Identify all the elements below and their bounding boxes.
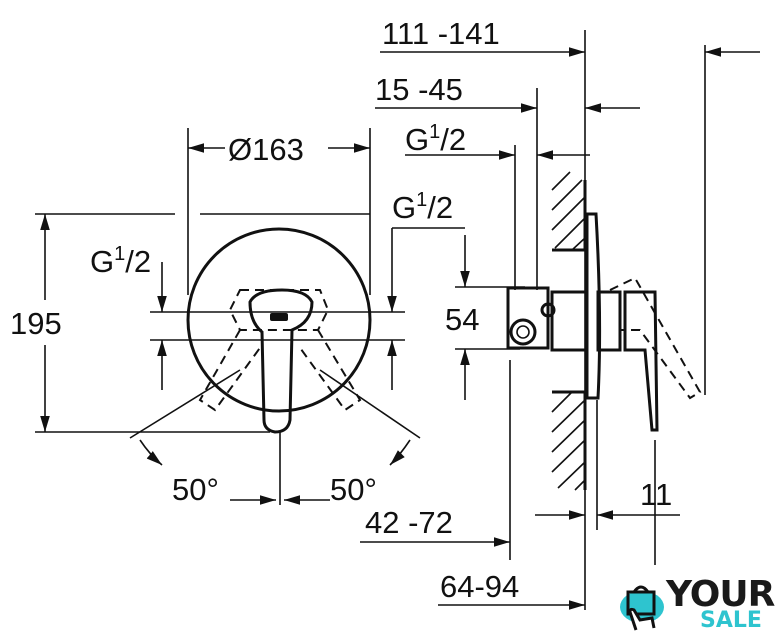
wall-hatching [551, 171, 587, 491]
thread-label-side: G1/2 [405, 121, 466, 157]
plate-label: 11 [640, 477, 672, 512]
height-label: 195 [10, 306, 62, 341]
thread-label-left: G1/2 [90, 243, 151, 279]
front-view: Ø163 195 G1/2 G1/2 50° 50° [10, 128, 465, 507]
diameter-label: Ø163 [228, 132, 304, 167]
depth-min-label: 42 -72 [365, 505, 453, 540]
rosette-outline [186, 227, 372, 413]
side-view: 111 -141 15 -45 G1/2 [360, 16, 760, 610]
thread-label-right: G1/2 [392, 189, 453, 225]
angle-left-label: 50° [172, 472, 219, 507]
cover-plate [585, 212, 602, 400]
side-handle [623, 290, 659, 432]
top-overall-label: 111 -141 [382, 16, 500, 51]
angle-right-label: 50° [330, 472, 377, 507]
handle-lever [248, 288, 314, 434]
spacing-label: 54 [445, 302, 479, 337]
top-offset-label: 15 -45 [375, 72, 463, 107]
logo-word-your: YOUR [666, 574, 775, 615]
depth-max-label: 64-94 [440, 569, 519, 604]
brand-logo: YOUR SALE [618, 574, 778, 636]
shopping-bag-hand-icon [620, 585, 664, 631]
logo-word-sale: SALE [700, 608, 762, 633]
